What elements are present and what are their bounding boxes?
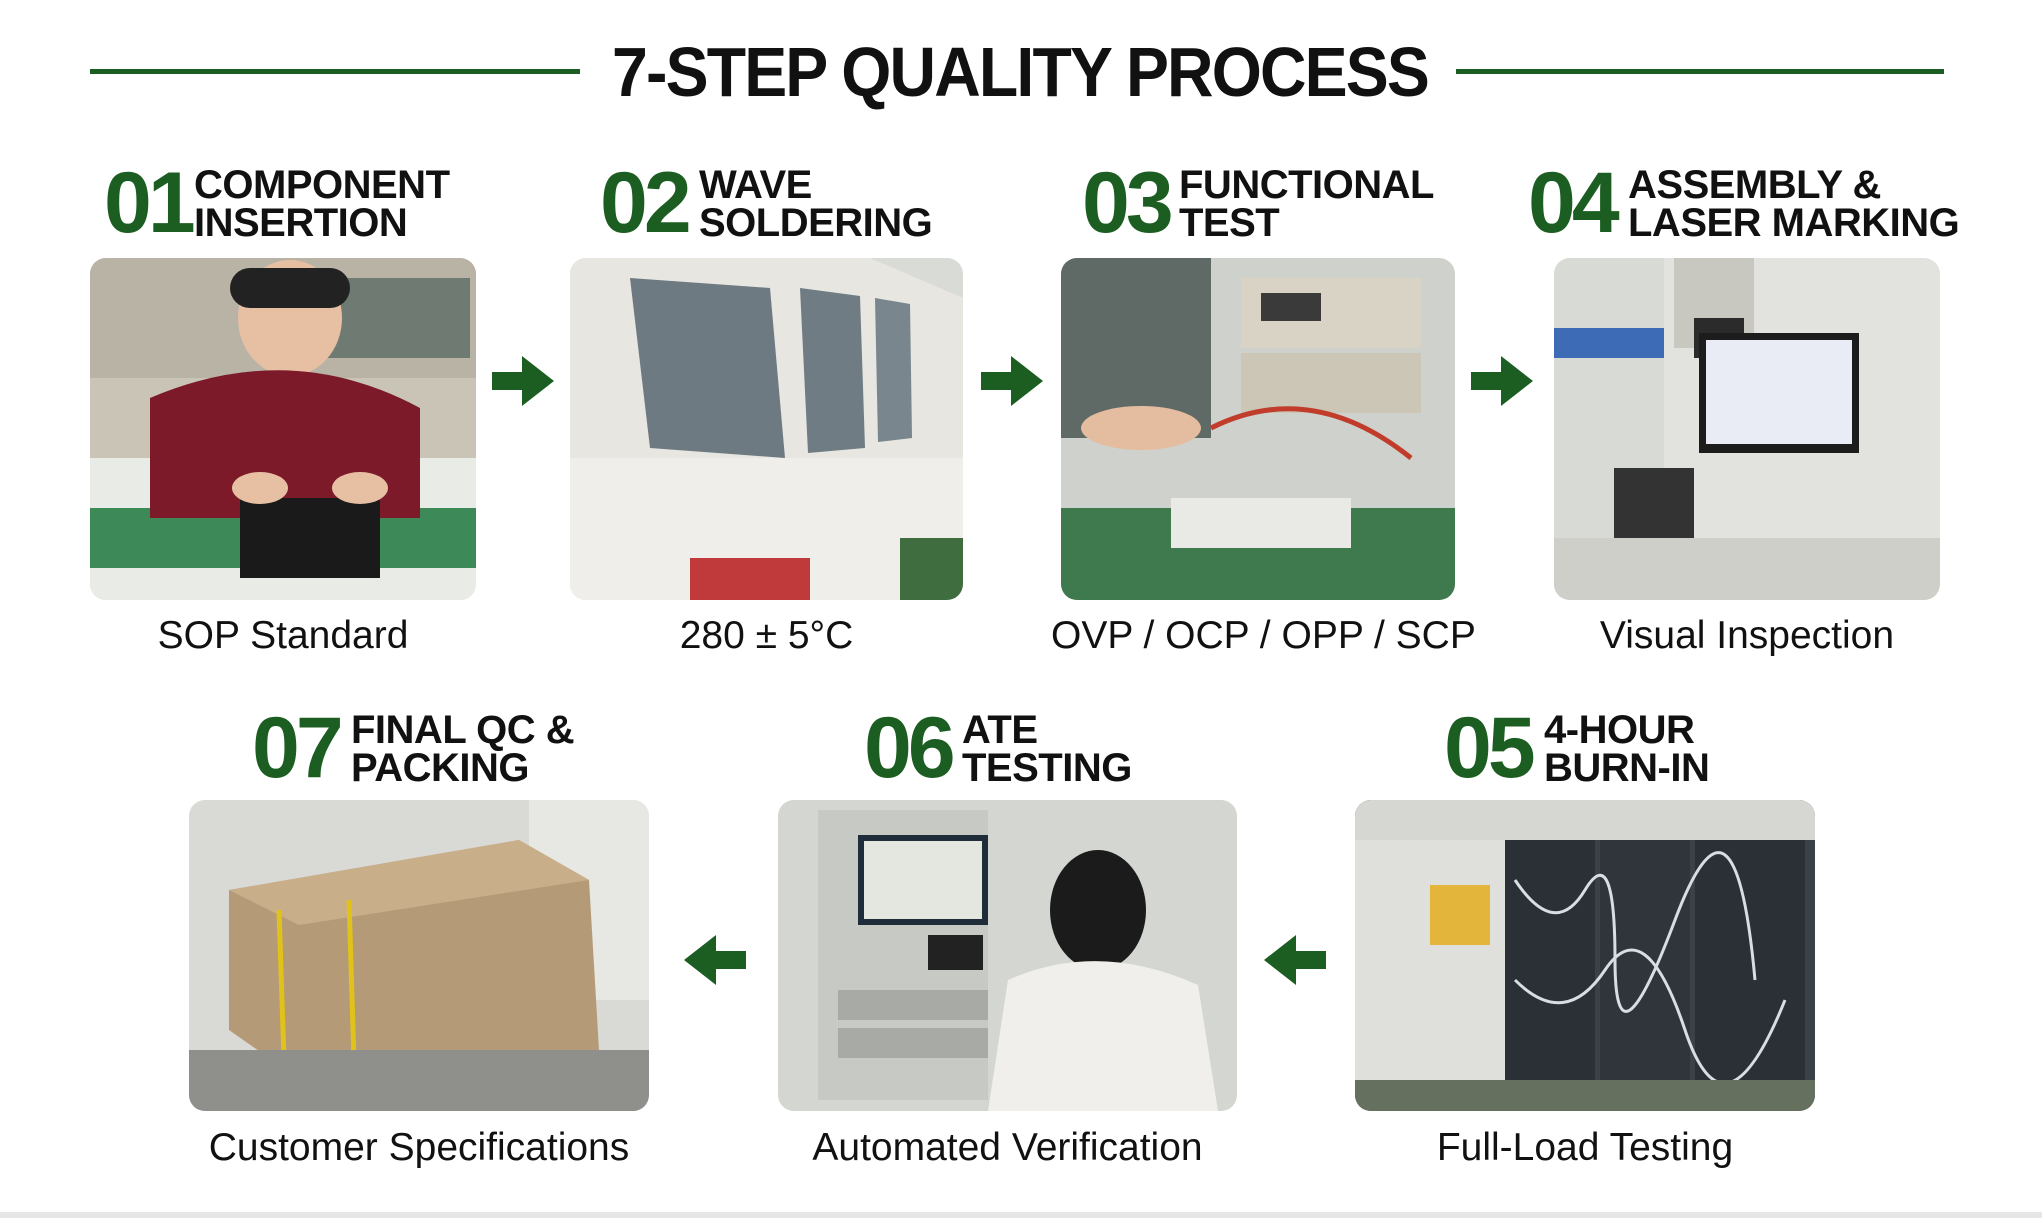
step-title-line-1: 4-HOUR xyxy=(1544,708,1695,752)
step-title-line-1: COMPONENT xyxy=(194,163,450,207)
arrow-icon xyxy=(981,356,1043,406)
step-title-line-1: ATE xyxy=(962,708,1038,752)
step-number: 02 xyxy=(600,155,692,251)
page-title: 7-STEP QUALITY PROCESS xyxy=(611,33,1430,111)
step-04-caption: Visual Inspection xyxy=(1599,614,1895,657)
step-02-caption: 280 ± 5°C xyxy=(679,614,854,657)
step-06-caption: Automated Verification xyxy=(812,1126,1203,1169)
step-number: 01 xyxy=(104,155,196,251)
arrow-icon xyxy=(1264,935,1326,985)
step-04-photo xyxy=(1554,258,1940,600)
step-title-line-1: WAVE xyxy=(699,163,812,207)
step-03-photo xyxy=(1061,258,1455,600)
step-title-line-1: FINAL QC & xyxy=(351,708,575,752)
step-title-line-2: INSERTION xyxy=(194,201,408,245)
step-02-photo xyxy=(570,258,963,600)
step-05-caption: Full-Load Testing xyxy=(1436,1126,1734,1169)
title-divider-left xyxy=(90,69,580,74)
step-title: WAVE SOLDERING xyxy=(699,163,933,245)
step-title: FUNCTIONAL TEST xyxy=(1179,163,1434,245)
step-title: 4-HOUR BURN-IN xyxy=(1544,708,1710,790)
arrow-icon xyxy=(492,356,554,406)
step-01-photo xyxy=(90,258,476,600)
step-number: 03 xyxy=(1082,155,1174,251)
step-number: 05 xyxy=(1444,700,1536,796)
step-title-line-2: SOLDERING xyxy=(699,201,933,245)
step-title-line-1: ASSEMBLY & xyxy=(1628,163,1881,207)
step-title-line-2: PACKING xyxy=(351,746,529,790)
arrow-icon xyxy=(1471,356,1533,406)
step-title-line-2: LASER MARKING xyxy=(1628,201,1960,245)
step-title: ATE TESTING xyxy=(962,708,1132,790)
arrow-icon xyxy=(684,935,746,985)
step-title: COMPONENT INSERTION xyxy=(194,163,450,245)
step-07-caption: Customer Specifications xyxy=(208,1126,630,1169)
step-number: 07 xyxy=(252,700,344,796)
step-number: 06 xyxy=(864,700,956,796)
step-number: 04 xyxy=(1528,155,1620,251)
step-06-photo xyxy=(778,800,1237,1111)
step-title-line-2: TESTING xyxy=(962,746,1132,790)
step-title-line-1: FUNCTIONAL xyxy=(1179,163,1434,207)
step-05-photo xyxy=(1355,800,1815,1111)
title-divider-right xyxy=(1456,69,1944,74)
bottom-border xyxy=(0,1212,2042,1218)
step-01-caption: SOP Standard xyxy=(157,614,409,657)
step-title-line-2: TEST xyxy=(1179,201,1280,245)
step-title: FINAL QC & PACKING xyxy=(351,708,575,790)
header: 7-STEP QUALITY PROCESS xyxy=(0,0,2042,111)
step-title-line-2: BURN-IN xyxy=(1544,746,1710,790)
step-07-photo xyxy=(189,800,649,1111)
step-title: ASSEMBLY & LASER MARKING xyxy=(1628,163,1960,245)
step-03-caption: OVP / OCP / OPP / SCP xyxy=(1051,614,1476,657)
